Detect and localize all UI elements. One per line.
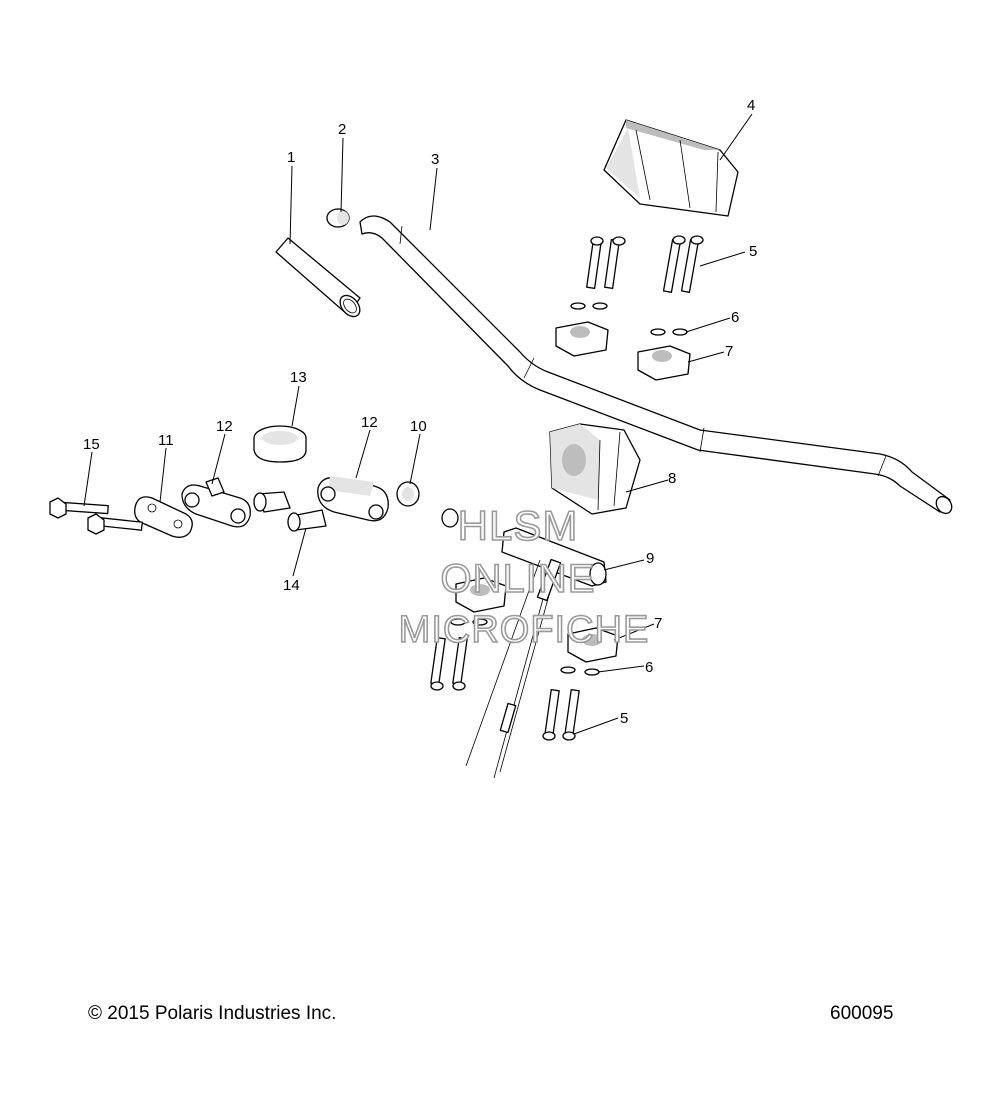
callout-13: 13 xyxy=(290,369,307,386)
copyright-text: © 2015 Polaris Industries Inc. xyxy=(88,1003,337,1024)
watermark-line-1: HLSM xyxy=(458,502,579,549)
callout-2: 2 xyxy=(338,121,346,138)
callout-15: 15 xyxy=(83,436,100,453)
part-handlebar-pad[interactable] xyxy=(603,119,739,217)
part-washers-upper[interactable] xyxy=(570,302,688,336)
part-ring[interactable] xyxy=(253,425,307,463)
callout-7-lower: 7 xyxy=(654,615,662,632)
part-plate[interactable] xyxy=(134,496,193,538)
callout-9: 9 xyxy=(646,550,654,567)
part-clamp-right[interactable] xyxy=(317,476,389,522)
callout-6-lower: 6 xyxy=(645,659,653,676)
part-clamp-left[interactable] xyxy=(181,477,251,528)
callout-1: 1 xyxy=(287,149,295,166)
leader-lines xyxy=(83,113,753,735)
part-steering-post[interactable] xyxy=(465,527,607,779)
part-bolts-upper[interactable] xyxy=(586,235,704,293)
callout-11: 11 xyxy=(158,432,174,449)
callout-12-right: 12 xyxy=(361,414,378,431)
callout-10: 10 xyxy=(410,418,427,435)
part-riser[interactable] xyxy=(549,423,641,515)
callout-7-upper: 7 xyxy=(725,343,733,360)
callout-8: 8 xyxy=(668,470,676,487)
part-clamps-upper[interactable] xyxy=(555,321,691,381)
part-clamps-lower[interactable] xyxy=(455,577,619,663)
diagram-id: 600095 xyxy=(830,1003,894,1024)
part-spacers[interactable] xyxy=(253,491,327,532)
part-washers-lower[interactable] xyxy=(450,618,600,676)
part-grip[interactable] xyxy=(275,237,364,320)
callout-labels: 1 2 3 4 5 6 7 8 9 10 11 12 12 13 14 15 7… xyxy=(83,97,757,727)
part-bushing[interactable] xyxy=(396,481,459,528)
callout-5-upper: 5 xyxy=(749,243,757,260)
watermark: HLSM ONLINE MICROFICHE xyxy=(398,501,650,652)
watermark-line-2: ONLINE xyxy=(441,557,596,601)
part-handlebar[interactable] xyxy=(359,215,955,516)
part-bolts-left[interactable] xyxy=(49,497,143,535)
part-bolts-lower[interactable] xyxy=(430,637,580,741)
callout-14: 14 xyxy=(283,577,300,594)
callout-6-upper: 6 xyxy=(731,309,739,326)
part-plug[interactable] xyxy=(326,208,350,228)
watermark-line-3: MICROFICHE xyxy=(399,609,650,651)
callout-5-lower: 5 xyxy=(620,710,628,727)
callout-3: 3 xyxy=(431,151,439,168)
callout-12-left: 12 xyxy=(216,418,233,435)
callout-4: 4 xyxy=(747,97,755,114)
